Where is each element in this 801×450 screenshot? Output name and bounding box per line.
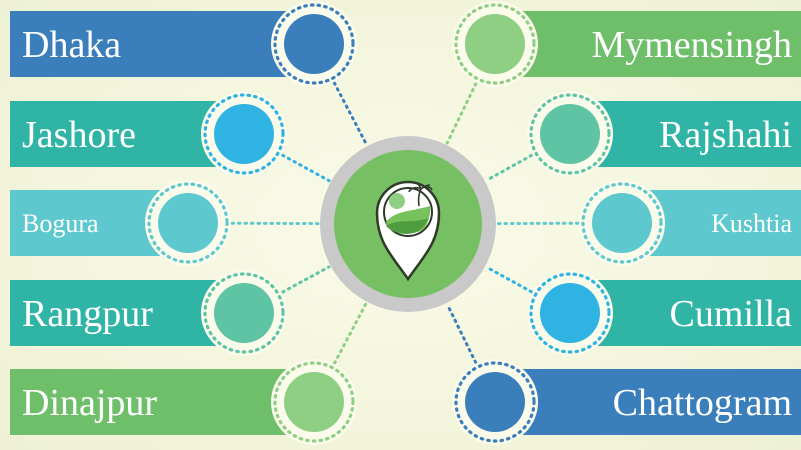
node-circle <box>214 283 274 343</box>
node-circle <box>158 193 218 253</box>
left-node-rangpur: Rangpur <box>10 270 287 356</box>
node-circle <box>465 14 525 74</box>
node-circle <box>214 104 274 164</box>
label-bar <box>491 11 801 77</box>
node-circle <box>284 372 344 432</box>
city-label: Rajshahi <box>659 114 792 156</box>
connector-right-0 <box>445 82 478 145</box>
connector-right-4 <box>446 303 478 364</box>
left-node-dhaka: Dhaka <box>10 1 357 87</box>
dotted-ring <box>147 182 229 264</box>
label-bar <box>10 280 248 346</box>
dotted-ring <box>203 272 285 354</box>
connector-right-3 <box>485 265 533 294</box>
center-hub <box>320 136 496 312</box>
left-node-bogura: Bogura <box>10 180 231 266</box>
right-node-mymensingh: Mymensingh <box>452 1 801 87</box>
connector-left-3 <box>281 265 331 294</box>
city-label: Mymensingh <box>591 24 792 66</box>
connector-left-0 <box>332 81 368 146</box>
city-label: Kushtia <box>711 209 792 238</box>
dotted-ring <box>581 182 663 264</box>
node-circle <box>540 104 600 164</box>
dotted-ring <box>454 3 536 85</box>
city-label: Dhaka <box>22 24 121 66</box>
node-circle <box>540 283 600 343</box>
connector-left-4 <box>333 302 368 365</box>
right-node-rajshahi: Rajshahi <box>527 91 801 177</box>
node-circle <box>465 372 525 432</box>
city-label: Bogura <box>22 209 99 238</box>
node-circle <box>592 193 652 253</box>
label-bar <box>10 11 318 77</box>
location-pin-landscape-icon <box>375 180 441 282</box>
city-label: Cumilla <box>670 293 793 335</box>
city-label: Jashore <box>22 114 136 156</box>
dotted-ring <box>454 361 536 443</box>
node-circle <box>284 14 344 74</box>
city-label: Rangpur <box>22 293 153 335</box>
label-bar <box>618 190 801 256</box>
left-node-dinajpur: Dinajpur <box>10 359 357 445</box>
label-bar <box>491 369 801 435</box>
left-node-jashore: Jashore <box>10 91 287 177</box>
label-bar <box>10 190 192 256</box>
label-bar <box>10 369 318 435</box>
connector-left-1 <box>281 153 331 183</box>
dotted-ring <box>273 361 355 443</box>
dotted-ring <box>529 272 611 354</box>
dotted-ring <box>203 93 285 175</box>
label-bar <box>10 101 248 167</box>
label-bar <box>566 280 801 346</box>
city-label: Dinajpur <box>22 382 157 424</box>
connector-right-1 <box>485 153 534 182</box>
right-node-cumilla: Cumilla <box>527 270 801 356</box>
dotted-ring <box>529 93 611 175</box>
dotted-ring <box>273 3 355 85</box>
city-label: Chattogram <box>613 382 792 424</box>
connector-lines <box>230 81 580 365</box>
right-node-kushtia: Kushtia <box>579 180 801 266</box>
label-bar <box>566 101 801 167</box>
right-node-chattogram: Chattogram <box>452 359 801 445</box>
